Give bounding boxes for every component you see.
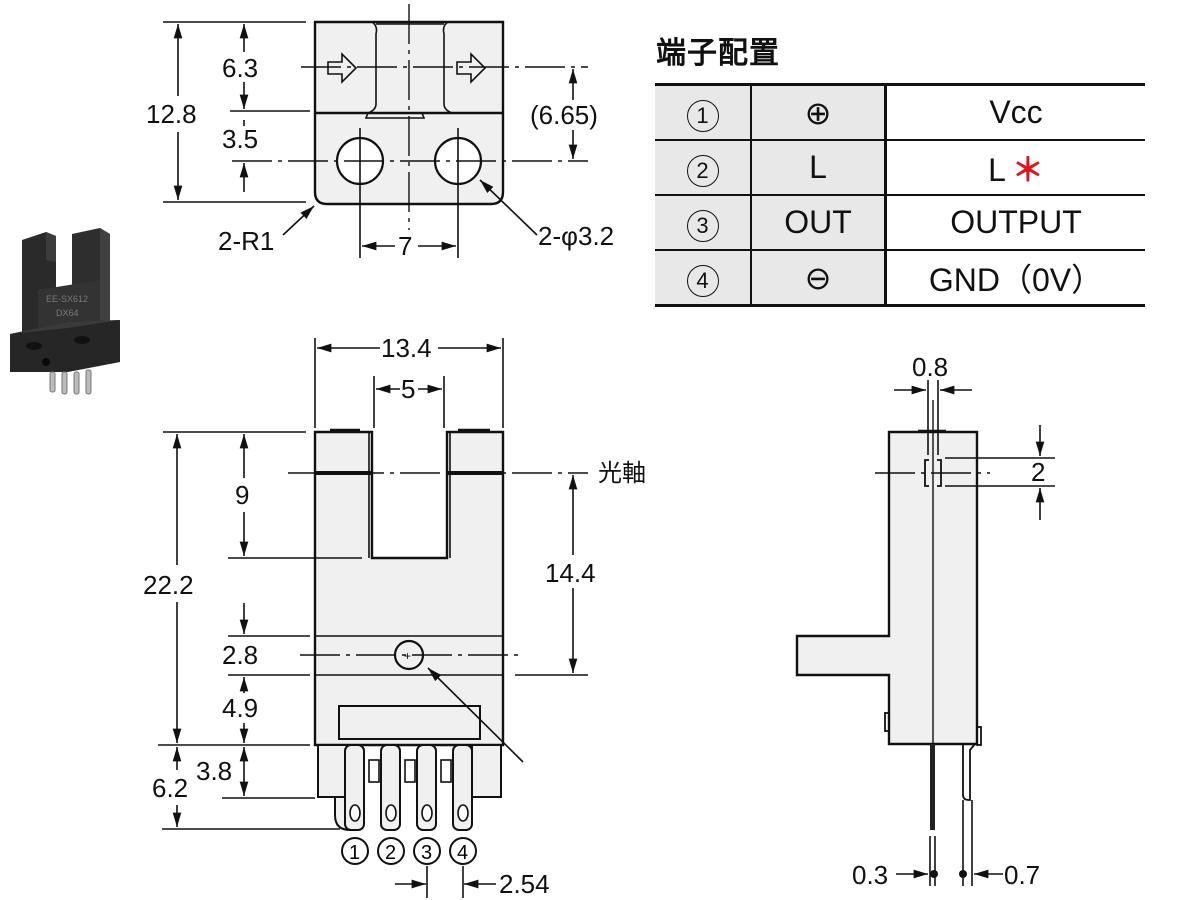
pin-assignment-title: 端子配置: [656, 36, 780, 71]
dim-terminal-length: 6.2: [152, 773, 188, 803]
dim-upper: 6.3: [222, 53, 258, 83]
pin-assignment-table: 1 ⊕ Vcc 2 L L＊ 3 OUT OUTPUT 4 ⊖ GND（0V）: [655, 83, 1145, 307]
dim-overall-height: 12.8: [146, 99, 197, 129]
svg-text:+: +: [404, 649, 411, 663]
pin-symbol-cell: L: [751, 140, 887, 196]
dim-corner-radius: 2-R1: [218, 226, 274, 256]
top-view: 12.8 6.3 3.5 (6.65) 7 2-R1 2-φ3.2: [146, 4, 614, 261]
dim-lower: 3.5: [222, 124, 258, 154]
dim-optical-axis-height: 14.4: [545, 558, 596, 588]
photo-marking-2: DX64: [56, 308, 79, 318]
dim-pin-pitch: 2.54: [499, 869, 550, 899]
dim-width: 13.4: [381, 333, 432, 363]
dim-hole-pitch: 7: [398, 231, 412, 261]
dim-terminal-base: 3.8: [196, 756, 232, 786]
dim-slot-width: 5: [401, 374, 415, 404]
product-photo: EE-SX612 DX64: [10, 228, 120, 395]
pin-symbol-cell: ⊕: [751, 83, 887, 141]
pin-number-cell: 1: [655, 83, 752, 141]
front-view: + 光軸: [143, 333, 646, 899]
sensor-photo-body: EE-SX612 DX64: [10, 228, 120, 395]
side-view-body: [795, 430, 979, 746]
dim-slot-depth: 9: [235, 480, 249, 510]
pin-label-4: 4: [457, 842, 468, 864]
dim-hole-band: 2.8: [222, 640, 258, 670]
note-asterisk-icon: ＊: [1011, 151, 1044, 188]
pin-number-cell: 2: [655, 140, 752, 196]
table-row: 3 OUT OUTPUT: [655, 195, 1145, 251]
pin-function-cell: OUTPUT: [885, 195, 1145, 251]
light-direction-arrow-icon: [327, 52, 358, 84]
pin-function-cell: L＊: [885, 140, 1145, 196]
pin-label-1: 1: [349, 842, 360, 864]
terminals: [334, 744, 473, 832]
side-view: 0.8 2 0.3 0.7: [795, 352, 1055, 890]
light-direction-arrow-icon: [456, 52, 487, 84]
pin-labels: 1 2 3 4: [341, 837, 477, 865]
table-row: 1 ⊕ Vcc: [655, 83, 1145, 141]
dim-optical-to-holes: (6.65): [530, 100, 598, 130]
table-row: 2 L L＊: [655, 140, 1145, 196]
pin-symbol-cell: ⊖: [751, 250, 887, 307]
pin-number-cell: 4: [655, 250, 752, 307]
pin-label-3: 3: [421, 842, 432, 864]
dim-pin-thickness: 0.3: [852, 860, 888, 890]
dim-pin-width: 0.7: [1004, 860, 1040, 890]
pin-number-cell: 3: [655, 195, 752, 251]
pin-label-2: 2: [385, 842, 396, 864]
optical-axis-label: 光軸: [598, 459, 646, 487]
dim-holes: 2-φ3.2: [538, 221, 614, 251]
photo-marking-1: EE-SX612: [46, 294, 88, 304]
dim-aperture-width: 0.8: [912, 352, 948, 382]
dim-aperture-height: 2: [1031, 457, 1045, 487]
pin-symbol-cell: OUT: [751, 195, 887, 251]
pin-function-cell: GND（0V）: [885, 250, 1145, 307]
front-view-body: [313, 430, 505, 747]
pin-function-cell: Vcc: [885, 83, 1145, 141]
table-row: 4 ⊖ GND（0V）: [655, 250, 1145, 307]
dim-hole-to-bottom: 4.9: [222, 693, 258, 723]
dim-body-height: 22.2: [143, 570, 194, 600]
